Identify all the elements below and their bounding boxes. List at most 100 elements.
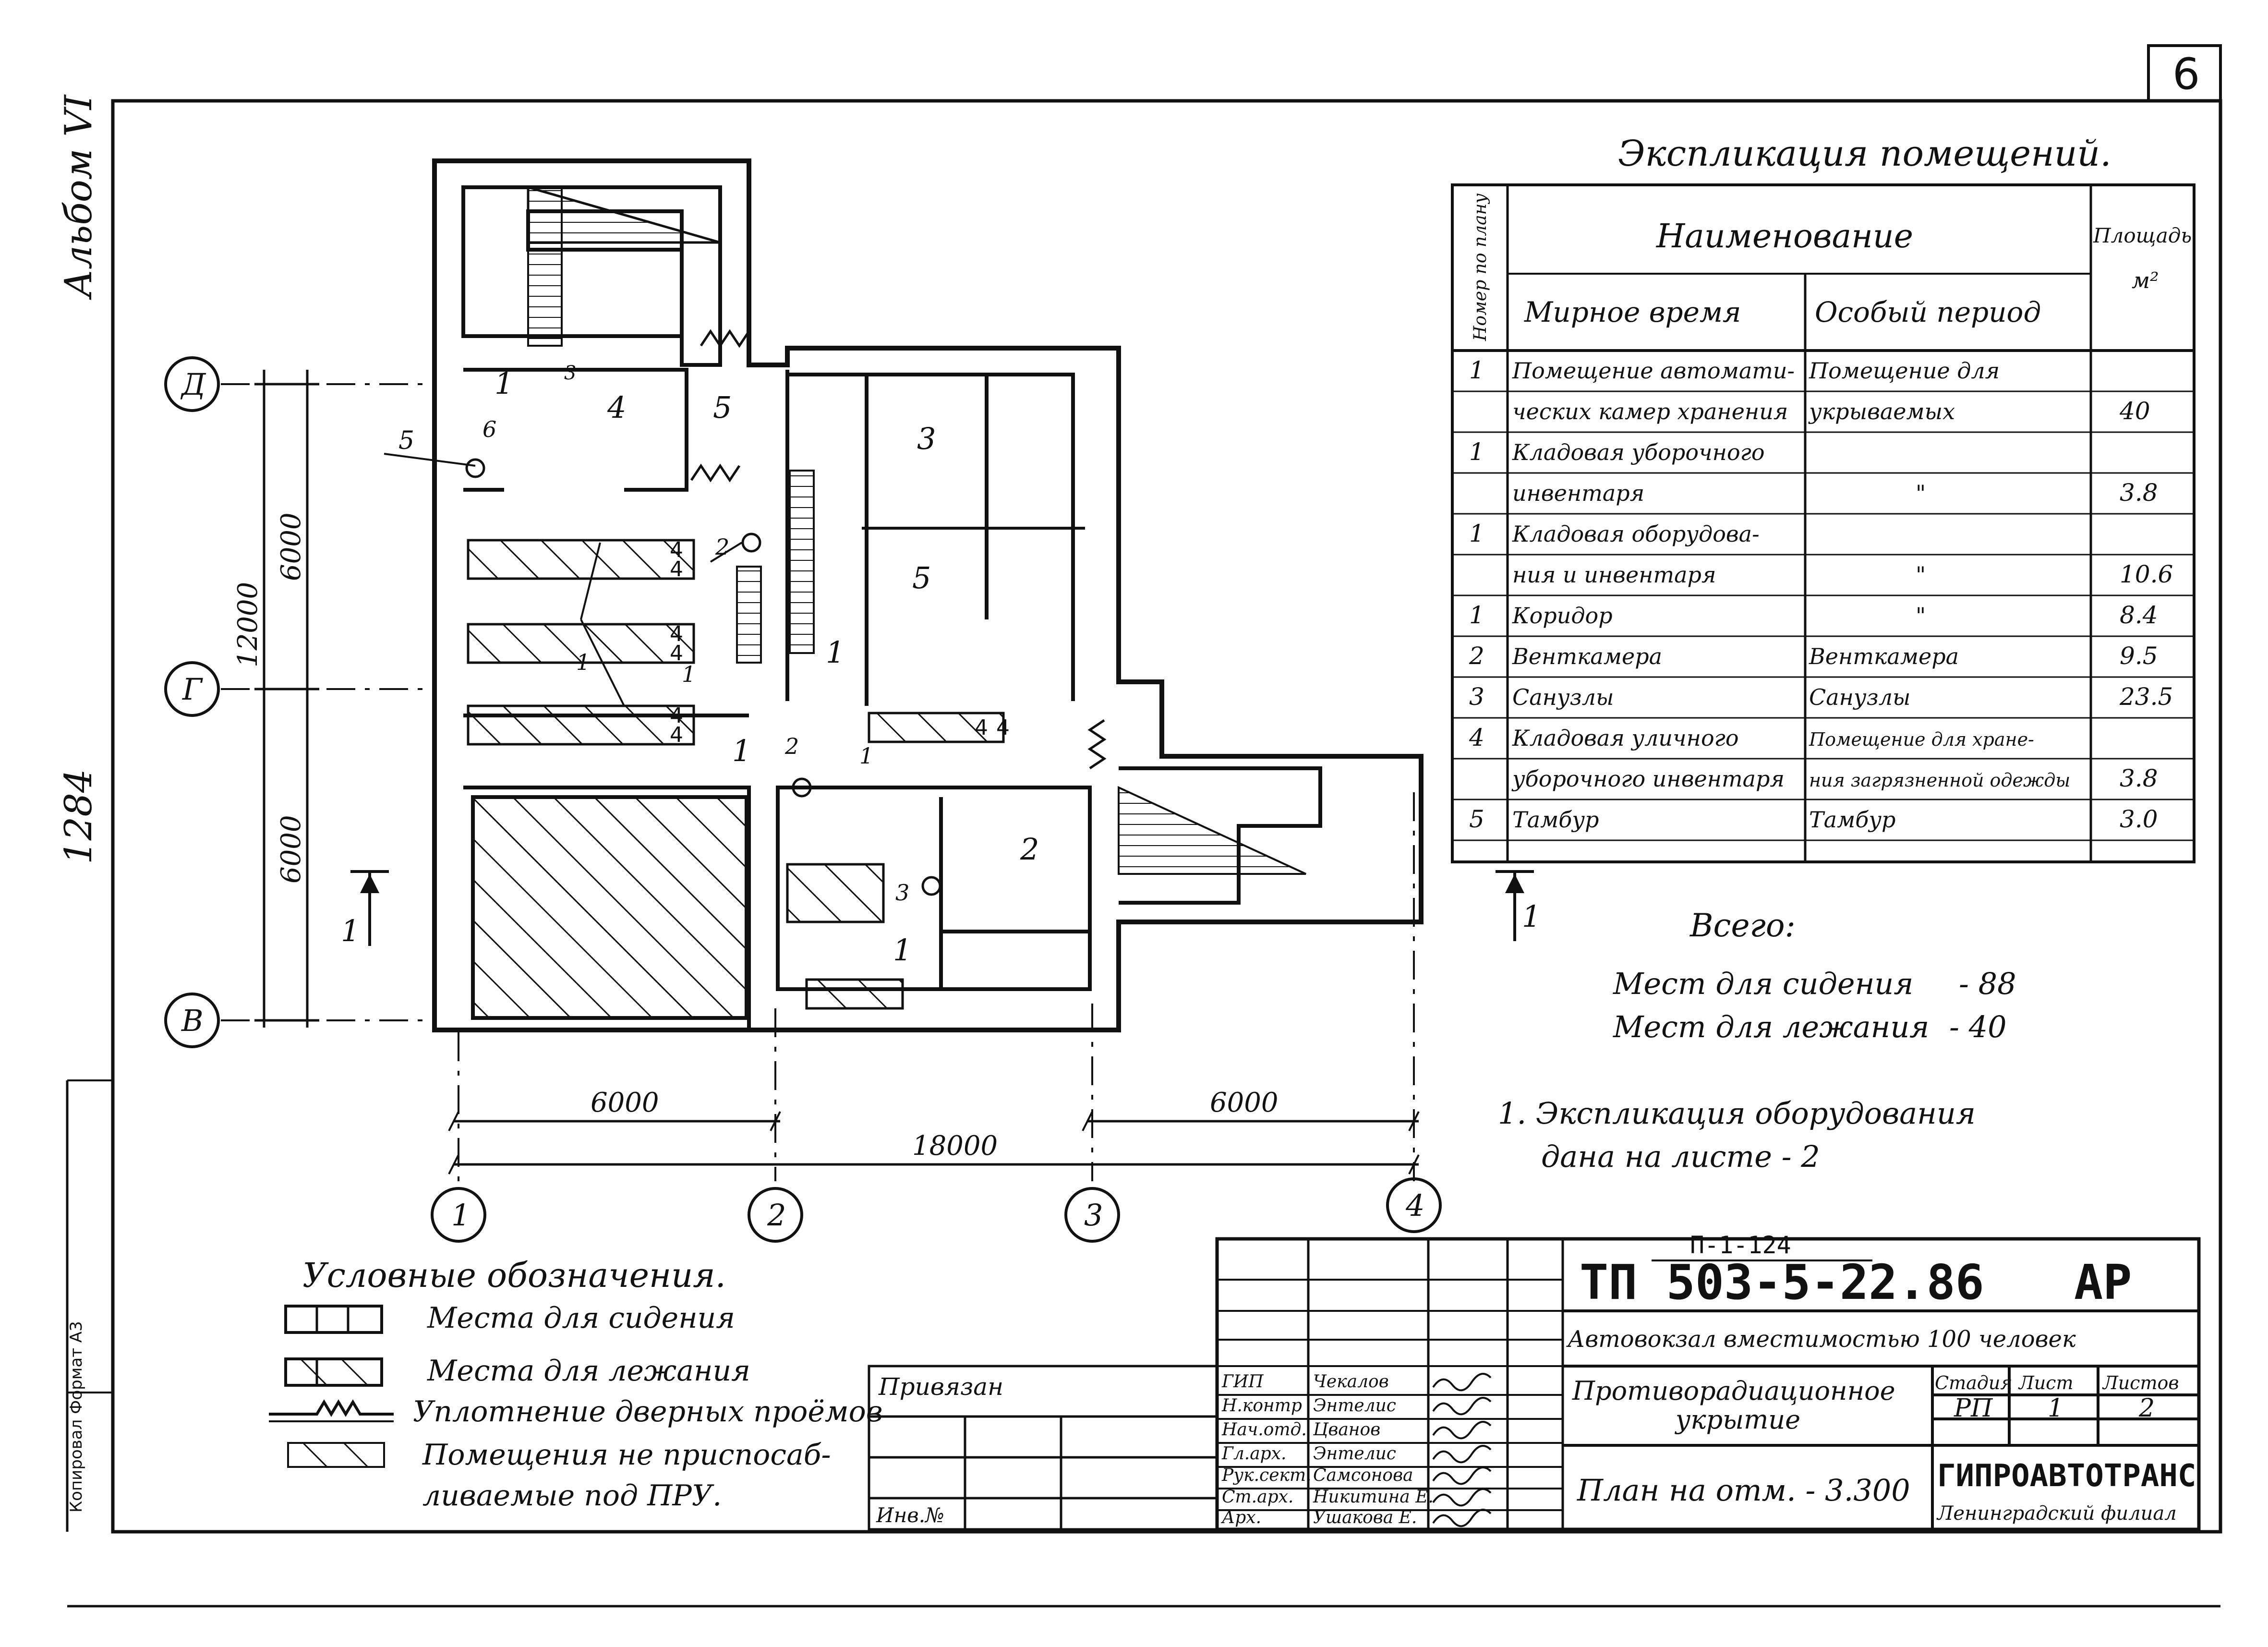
signer-name: Цванов — [1313, 1420, 1380, 1440]
floor-plan — [432, 158, 1424, 1032]
inventory-label: Инв.№ — [876, 1503, 944, 1527]
signer-name: Энтелис — [1313, 1444, 1396, 1464]
seats-value: - 88 — [1959, 966, 2016, 1001]
cell-number: 1 — [1469, 356, 1484, 384]
cell-area: 3.8 — [2120, 479, 2158, 507]
signer-name: Самсонова — [1313, 1465, 1413, 1485]
legend-unsuitable-symbol — [287, 1442, 385, 1468]
cell-special-name: Помещение для — [1809, 358, 2000, 384]
cell-number: 4 — [1469, 724, 1484, 751]
cell-special-name: " — [1916, 480, 1926, 506]
room-mark: 5 — [713, 390, 732, 425]
legend-seal-symbol — [269, 1399, 394, 1422]
bench-mark: 4 — [975, 715, 988, 740]
lying-bench — [467, 539, 695, 580]
dim-right-horizontal: 6000 — [1210, 1087, 1279, 1118]
room-mark: 3 — [917, 421, 936, 456]
legend-item-lying: Места для лежания — [427, 1354, 750, 1388]
cell-area: 10.6 — [2120, 560, 2173, 588]
stamp-label: Копировал Формат А3 — [67, 1321, 86, 1513]
room-mark: 2 — [784, 733, 799, 759]
room-mark: 1 — [859, 743, 873, 769]
lying-bench — [467, 623, 695, 664]
signer-name: Никитина Е. — [1313, 1487, 1434, 1507]
organization: ГИПРОАВТОТРАНС — [1937, 1458, 2196, 1494]
cell-peace-name: Санузлы — [1512, 684, 1614, 710]
cell-area: 8.4 — [2120, 601, 2158, 629]
grid-axes: Д Г В 1 2 3 4 12000 6000 6000 6000 6000 … — [164, 356, 1541, 1243]
dim-left-horizontal: 6000 — [591, 1087, 659, 1118]
axis-label: 4 — [1405, 1188, 1424, 1223]
drawing-mark: АР — [2074, 1254, 2132, 1310]
note-line-2: дана на листе - 2 — [1541, 1139, 1820, 1174]
dim-total-vertical: 12000 — [232, 582, 264, 667]
signature-scribble — [1432, 1509, 1492, 1527]
project-code: ТП 503-5-22.86 — [1580, 1254, 1984, 1310]
cell-peace-name: Коридор — [1512, 603, 1613, 629]
explication-table: Номер по плану Наименование Мирное время… — [1451, 183, 2196, 863]
room-mark: 1 — [732, 733, 751, 768]
axis-label: В — [181, 1003, 204, 1038]
signer-role: ГИП — [1221, 1372, 1264, 1392]
legend-item-seating: Места для сидения — [427, 1301, 735, 1335]
axis-bubble — [1064, 1187, 1120, 1243]
totals-label: Всего: — [1689, 907, 1796, 944]
header-unit: м² — [2132, 267, 2159, 293]
cell-special-name: Венткамера — [1809, 643, 1959, 669]
signer-role: Рук.сект. — [1221, 1465, 1312, 1485]
cell-number: 3 — [1469, 683, 1484, 711]
room-mark: 1 — [682, 661, 696, 687]
cell-special-name: Тамбур — [1809, 807, 1895, 833]
section-mark: 1 — [341, 913, 360, 948]
part-name-2: укрытие — [1675, 1405, 1800, 1435]
cell-number: 5 — [1469, 805, 1484, 833]
axis-bubble — [164, 661, 220, 717]
cell-area: 3.8 — [2120, 764, 2158, 792]
signer-role: Ст.арх. — [1222, 1487, 1293, 1507]
legend: Условные обозначения. Места для сидения … — [269, 1256, 883, 1513]
lower-stair — [1118, 786, 1306, 875]
room-mark: 3 — [895, 880, 909, 906]
signer-role: Гл.арх. — [1221, 1444, 1286, 1464]
legend-seat-symbol — [284, 1305, 383, 1334]
dim-total-horizontal: 18000 — [912, 1130, 998, 1162]
lying-bench — [467, 704, 695, 746]
signer-name: Чекалов — [1313, 1372, 1389, 1392]
axis-bubble — [164, 993, 220, 1048]
axis-label: 1 — [451, 1198, 470, 1233]
bench-mark: 4 — [670, 703, 683, 728]
room-mark: 2 — [1020, 832, 1039, 867]
cell-special-name: ния загрязненной одежды — [1809, 770, 2070, 791]
room-mark: 6 — [483, 416, 496, 442]
axis-bubble — [748, 1187, 803, 1243]
cell-special-name: " — [1916, 603, 1926, 629]
header-number: Номер по плану — [1471, 194, 1490, 341]
axis-bubble — [431, 1187, 486, 1243]
signature-scribble — [1432, 1421, 1492, 1440]
cell-peace-name: уборочного инвентаря — [1511, 766, 1785, 792]
lying-bench — [868, 712, 1005, 743]
room-mark: 5 — [398, 426, 414, 455]
section-mark: 1 — [1522, 899, 1541, 934]
room-mark: 4 — [607, 390, 626, 425]
axis-label: Г — [182, 672, 203, 707]
legend-title: Условные обозначения. — [302, 1256, 726, 1295]
inventory-number: 1284 — [57, 769, 100, 864]
sheet-header: Лист — [2018, 1372, 2074, 1393]
part-name-1: Противорадиационное — [1572, 1376, 1895, 1406]
stage-header: Стадия — [1935, 1372, 2012, 1393]
room-mark: 3 — [564, 362, 576, 384]
seats-label: Мест для сидения — [1613, 966, 1913, 1001]
branch: Ленинградский филиал — [1936, 1502, 2177, 1525]
room-mark: 1 — [893, 932, 912, 968]
header-peace: Мирное время — [1524, 296, 1741, 328]
cell-peace-name: ческих камер хранения — [1512, 399, 1788, 424]
title-block: П-1-124 ТП 503-5-22.86 АР Автовокзал вме… — [1215, 1231, 2201, 1531]
